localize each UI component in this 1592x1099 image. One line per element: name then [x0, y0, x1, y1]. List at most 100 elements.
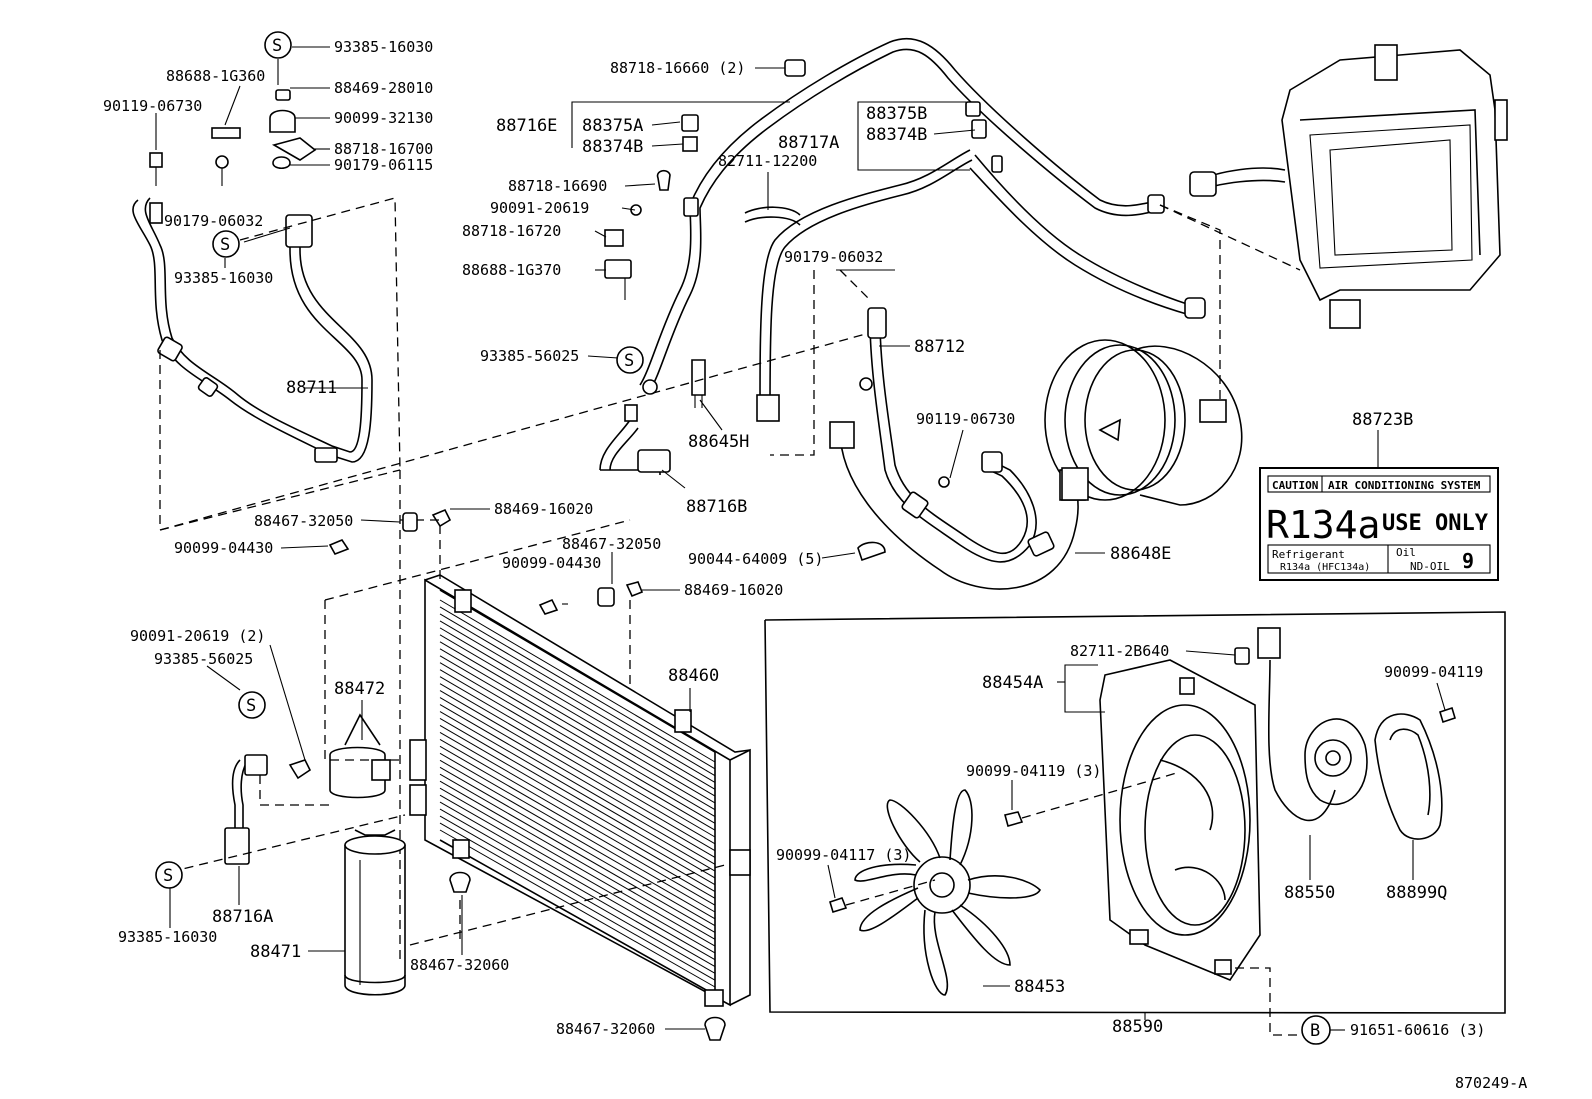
svg-text:S: S	[163, 866, 173, 886]
label-88723b: 88723B	[1352, 410, 1413, 430]
condenser-fin	[439, 808, 716, 967]
motor-cover-drawing	[829, 647, 1456, 1036]
label-88590: 88590	[1112, 1017, 1163, 1037]
condenser-fins	[439, 599, 716, 988]
condenser-fin	[439, 738, 716, 899]
label-88454a: 88454A	[982, 673, 1043, 693]
label-88375a: 88375A	[582, 116, 643, 136]
label-88899q: 88899Q	[1386, 883, 1447, 903]
callout-b: B	[1301, 1015, 1331, 1045]
condenser-fin	[439, 606, 716, 770]
label-88469-28010: 88469-28010	[334, 79, 433, 97]
label-88688-1g370: 88688-1G370	[462, 261, 561, 279]
label-90119-06730-center: 90119-06730	[916, 410, 1015, 428]
pipes-center-top	[599, 37, 1206, 475]
callout-s-left-mid: S	[212, 230, 240, 258]
label-88688-1g360: 88688-1G360	[166, 67, 265, 85]
condenser-fin	[439, 822, 716, 981]
receiver-drier-drawing	[344, 829, 406, 996]
callout-s-bottom-left: S	[155, 861, 183, 889]
label-90091-20619-top: 90091-20619	[490, 199, 589, 217]
condenser-fin	[439, 829, 716, 988]
condenser-fin	[439, 662, 716, 824]
condenser-fin	[439, 697, 716, 858]
label-88467-32050-left: 88467-32050	[254, 512, 353, 530]
label-88374b-left: 88374B	[582, 137, 643, 157]
hoses-88712-88648e	[770, 269, 1089, 590]
label-90099-04430-left: 90099-04430	[174, 539, 273, 557]
hose-88716a-drawing	[169, 754, 406, 873]
label-90119-06730-left: 90119-06730	[103, 97, 202, 115]
condenser-fin	[439, 766, 716, 927]
label-88711: 88711	[286, 378, 337, 398]
condenser-fin	[439, 718, 716, 879]
condenser-fin	[439, 759, 716, 920]
condenser-fin	[439, 613, 716, 777]
fasteners-center	[604, 59, 1003, 300]
condenser-fin	[439, 711, 716, 872]
condenser-fin	[439, 620, 716, 783]
condenser-fin	[439, 780, 716, 940]
label-88467-32050-right: 88467-32050	[562, 535, 661, 553]
fan-blade-drawing	[854, 789, 1041, 996]
diagram-id: 870249-A	[1455, 1074, 1527, 1092]
callout-circles: S S S S S B	[155, 31, 1331, 1045]
label-82711-12200: 82711-12200	[718, 152, 817, 170]
label-82711-2b640: 82711-2B640	[1070, 642, 1169, 660]
condenser-fin	[439, 655, 716, 817]
caution-system-text: AIR CONDITIONING SYSTEM	[1328, 479, 1481, 492]
condenser-fin	[439, 641, 716, 804]
label-88718-16700: 88718-16700	[334, 140, 433, 158]
fasteners-condenser	[328, 508, 726, 1041]
condenser-fin	[439, 690, 716, 852]
condenser-fin	[439, 794, 716, 954]
label-88471: 88471	[250, 942, 301, 962]
label-88469-16020-right: 88469-16020	[684, 581, 783, 599]
label-90099-04117: 90099-04117 (3)	[776, 846, 911, 864]
label-93385-16030-top: 93385-16030	[334, 38, 433, 56]
callout-s-lower-left: S	[238, 691, 266, 719]
bracket-88472-drawing	[288, 713, 391, 799]
condenser-fin	[439, 627, 716, 790]
label-90099-04430-right: 90099-04430	[502, 554, 601, 572]
label-91651-60616: 91651-60616 (3)	[1350, 1021, 1485, 1039]
fan-assembly-box	[764, 611, 1506, 1014]
label-88716a: 88716A	[212, 907, 273, 927]
condenser-fin	[439, 731, 716, 892]
evaporator-unit-drawing	[1159, 44, 1508, 410]
caution-oil-number: 9	[1462, 549, 1474, 573]
label-93385-16030-mid: 93385-16030	[174, 269, 273, 287]
caution-oil-detail: ND-OIL	[1410, 560, 1450, 573]
condenser-fin	[439, 704, 716, 865]
label-90044-64009: 90044-64009 (5)	[688, 550, 823, 568]
callout-s-top: S	[264, 31, 292, 59]
svg-text:S: S	[246, 696, 256, 716]
fan-shroud-drawing	[1099, 659, 1261, 981]
condenser-fin	[439, 787, 716, 947]
caution-oil-title: Oil	[1396, 546, 1416, 559]
label-90099-32130: 90099-32130	[334, 109, 433, 127]
label-93385-56025-left: 93385-56025	[154, 650, 253, 668]
label-88716b: 88716B	[686, 497, 747, 517]
fan-motor-drawing	[1257, 627, 1368, 822]
label-90099-04119-center: 90099-04119 (3)	[966, 762, 1101, 780]
label-90099-04119-right: 90099-04119	[1384, 663, 1483, 681]
svg-text:S: S	[624, 351, 634, 371]
label-88648e: 88648E	[1110, 544, 1171, 564]
label-88453: 88453	[1014, 977, 1065, 997]
label-88469-16020-left: 88469-16020	[494, 500, 593, 518]
label-88467-32060-center: 88467-32060	[410, 956, 509, 974]
label-90179-06032-left: 90179-06032	[164, 212, 263, 230]
label-90179-06032-center: 90179-06032	[784, 248, 883, 266]
condenser-fin	[439, 634, 716, 797]
svg-text:S: S	[272, 36, 282, 56]
condenser-fin	[439, 683, 716, 845]
condenser-fin	[439, 815, 716, 974]
part-labels: 93385-16030 88688-1G360 88469-28010 9011…	[103, 38, 1527, 1092]
label-88375b: 88375B	[866, 104, 927, 124]
caution-use-only: USE ONLY	[1382, 511, 1489, 536]
condenser-fin	[439, 745, 716, 906]
caution-refrigerant-code: R134a	[1266, 503, 1380, 547]
label-88712: 88712	[914, 337, 965, 357]
